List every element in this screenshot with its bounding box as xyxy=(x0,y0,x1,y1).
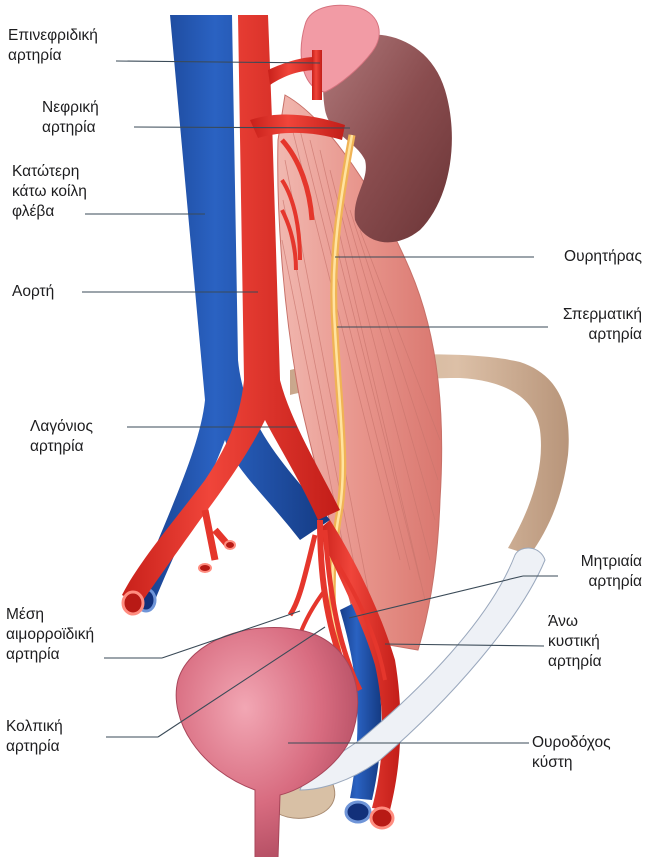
label-urinary-bladder: Ουροδόχος κύστη xyxy=(532,733,611,773)
label-spermatic-artery: Σπερματική αρτηρία xyxy=(538,305,642,345)
label-aorta: Αορτή xyxy=(12,282,54,302)
label-renal-artery: Νεφρική αρτηρία xyxy=(42,98,99,138)
label-iliac-artery: Λαγόνιος αρτηρία xyxy=(30,417,93,457)
label-superior-vesical-artery: Άνω κυστική αρτηρία xyxy=(548,612,602,672)
label-uterine-artery: Μητριαία αρτηρία xyxy=(540,552,642,592)
bladder xyxy=(176,627,357,857)
label-inferior-vena-cava: Κατώτερη κάτω κοίλη φλέβα xyxy=(12,162,87,222)
label-middle-rectal-artery: Μέση αιμορροϊδική αρτηρία xyxy=(6,605,94,665)
label-adrenal-artery: Επινεφριδική αρτηρία xyxy=(8,26,98,66)
label-vaginal-artery: Κολπική αρτηρία xyxy=(6,717,63,757)
label-ureter: Ουρητήρας xyxy=(538,247,642,267)
